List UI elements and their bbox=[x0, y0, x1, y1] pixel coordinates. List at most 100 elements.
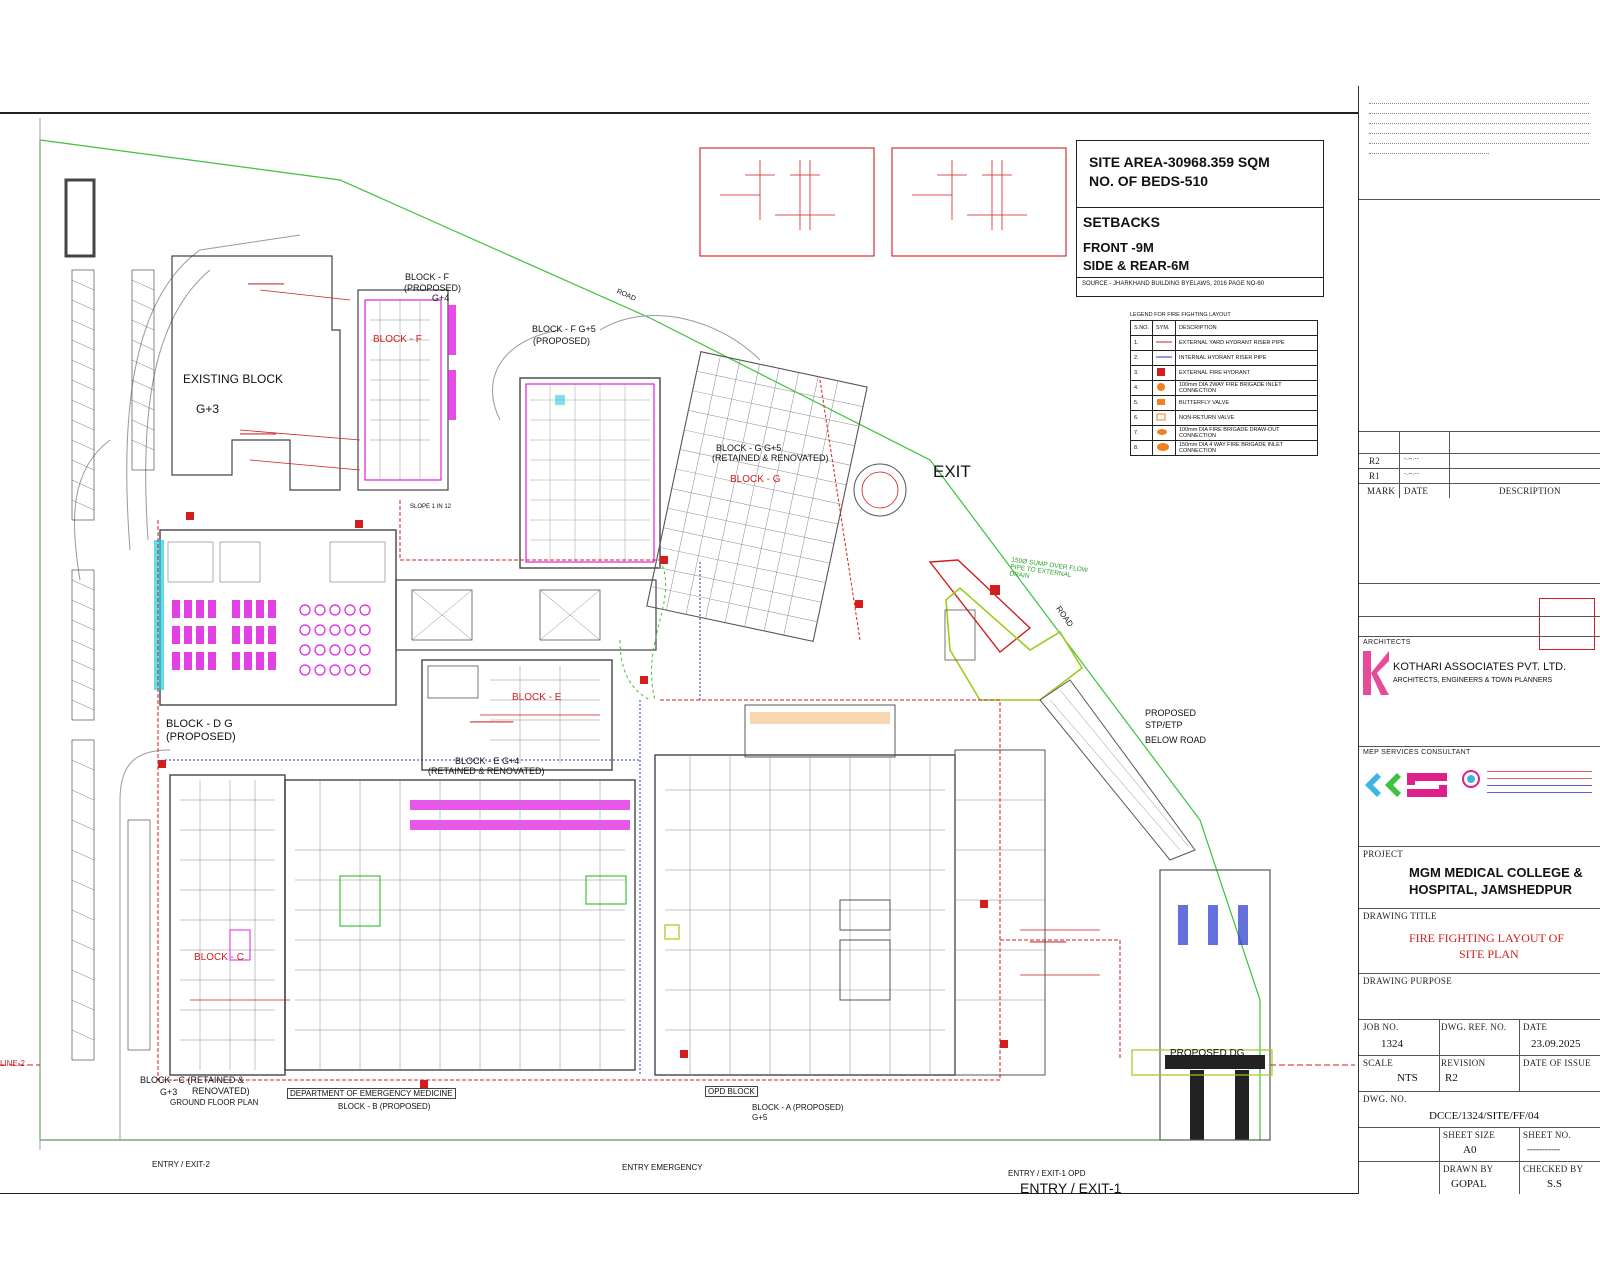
legend-title: LEGEND FOR FIRE FIGHTING LAYOUT bbox=[1130, 312, 1231, 318]
general-notes bbox=[1369, 100, 1589, 163]
consultant-logo-icon bbox=[1365, 773, 1447, 797]
entry-exit-2-label: ENTRY / EXIT-2 bbox=[152, 1160, 210, 1169]
block-c bbox=[169, 774, 286, 1076]
opd-block-label: OPD BLOCK bbox=[705, 1086, 758, 1097]
block-a-label: BLOCK - A (PROPOSED) bbox=[752, 1103, 844, 1112]
ground-floor-plan-label: GROUND FLOOR PLAN bbox=[170, 1098, 259, 1107]
kothari-logo-icon bbox=[1363, 651, 1389, 695]
legend-row: 7.100mm DIA FIRE BRIGADE DRAW-OUT CONNEC… bbox=[1130, 425, 1319, 441]
legend-row: 5.BUTTERFLY VALVE bbox=[1130, 395, 1319, 411]
block-f-floors: G+4 bbox=[432, 293, 450, 303]
exit-label: EXIT bbox=[933, 462, 971, 481]
drawing-title-section: DRAWING TITLE FIRE FIGHTING LAYOUT OF SI… bbox=[1359, 908, 1600, 973]
block-e-red-label: BLOCK - E bbox=[512, 692, 562, 703]
drawing-purpose-section: DRAWING PURPOSE bbox=[1359, 973, 1600, 1019]
dwg-no-row: DWG. NO. DCCE/1324/SITE/FF/04 bbox=[1359, 1091, 1600, 1127]
proposed-stp-label: PROPOSED bbox=[1145, 708, 1197, 718]
dg-block bbox=[1131, 869, 1273, 1141]
architect-section: ARCHITECTS KOTHARI ASSOCIATES PVT. LTD. … bbox=[1359, 636, 1600, 716]
fire-main-network bbox=[157, 500, 1121, 1081]
block-d-label: BLOCK - D G bbox=[166, 718, 233, 730]
fire-sump-pump-room bbox=[928, 559, 1084, 701]
block-f-g5 bbox=[519, 377, 661, 569]
fire-hydrant-symbols bbox=[158, 512, 1008, 1088]
block-c-label: BLOCK - C (RETAINED & bbox=[140, 1075, 244, 1085]
block-c-floors: G+3 bbox=[160, 1087, 178, 1097]
block-a-floors: G+5 bbox=[752, 1113, 768, 1122]
proposed-dg-label: PROPOSED DG bbox=[1170, 1048, 1245, 1059]
dept-emergency-label: DEPARTMENT OF EMERGENCY MEDICINE bbox=[287, 1088, 456, 1099]
block-g bbox=[646, 351, 868, 642]
legend-row: 4.100mm DIA 2WAY FIRE BRIGADE INLET CONN… bbox=[1130, 380, 1319, 396]
connecting-block bbox=[395, 579, 657, 651]
block-g-retained: (RETAINED & RENOVATED) bbox=[712, 453, 829, 463]
slope-label: SLOPE 1 IN 12 bbox=[410, 504, 452, 510]
drawing-title-2: SITE PLAN bbox=[1459, 947, 1519, 961]
riser-detail-1 bbox=[699, 147, 875, 257]
setbacks-source: SOURCE - JHARKHAND BUILDING BYELAWS, 201… bbox=[1082, 281, 1265, 287]
block-f-proposed-label: (PROPOSED) bbox=[404, 283, 462, 293]
riser-detail-2 bbox=[891, 147, 1067, 257]
draw-out-connection-icon bbox=[1156, 429, 1167, 435]
existing-block-floors: G+3 bbox=[196, 402, 220, 416]
revision-header: MARK DATE DESCRIPTION bbox=[1359, 483, 1600, 498]
block-c-red-label: BLOCK - C bbox=[194, 952, 245, 963]
title-block: R2 -.--.-- R1 -.--.-- MARK DATE DESCRIPT… bbox=[1358, 86, 1600, 1194]
legend-row: 3.EXTERNAL FIRE HYDRANT bbox=[1130, 365, 1319, 381]
block-a-opd bbox=[654, 704, 956, 1076]
existing-block bbox=[171, 255, 341, 491]
fire-note: ━━━━━━━━━━ bbox=[240, 432, 277, 438]
block-c-renovated: RENOVATED) bbox=[192, 1086, 250, 1096]
entry-emergency-label: ENTRY EMERGENCY bbox=[622, 1163, 703, 1172]
drawn-row: DRAWN BY GOPAL CHECKED BY S.S bbox=[1359, 1161, 1600, 1194]
revision-row-r1: R1 -.--.-- bbox=[1359, 468, 1600, 483]
butterfly-valve-icon bbox=[1156, 399, 1165, 405]
legend-row: 8.150mm DIA 4 WAY FIRE BRIGADE INLET CON… bbox=[1130, 440, 1319, 456]
block-f-proposed bbox=[357, 289, 456, 491]
no-of-beds: NO. OF BEDS-510 bbox=[1089, 173, 1209, 189]
block-f-label: BLOCK - F bbox=[405, 272, 450, 282]
central-block bbox=[284, 779, 636, 1071]
legend-row: 6.NON-RETURN VALVE bbox=[1130, 410, 1319, 426]
project-section: PROJECT MGM MEDICAL COLLEGE & HOSPITAL, … bbox=[1359, 846, 1600, 908]
legend-table: S.NO. SYM. DESCRIPTION 1.EXTERNAL YARD H… bbox=[1130, 320, 1319, 456]
revision-row-r2: R2 -.--.-- bbox=[1359, 453, 1600, 468]
existing-block-label: EXISTING BLOCK bbox=[183, 372, 284, 386]
site-info-box: SITE AREA-30968.359 SQM NO. OF BEDS-510 … bbox=[1076, 140, 1324, 297]
fire-hydrant-icon bbox=[1156, 368, 1165, 376]
line-2-left-label: LINE-2 bbox=[0, 1059, 25, 1068]
drawing-title-1: FIRE FIGHTING LAYOUT OF bbox=[1409, 931, 1565, 945]
entry-exit-1-opd-label: ENTRY / EXIT-1 OPD bbox=[1008, 1169, 1086, 1178]
block-f-g5-proposed: (PROPOSED) bbox=[533, 336, 591, 346]
fire-note: ━━━━━━━━━━ bbox=[1030, 940, 1067, 946]
site-plan-drawing[interactable] bbox=[0, 0, 1360, 1200]
block-d-proposed: (PROPOSED) bbox=[166, 731, 236, 743]
consultant-seal-icon bbox=[1462, 770, 1480, 788]
setback-front: FRONT -9M bbox=[1083, 240, 1154, 255]
project-name-2: HOSPITAL, JAMSHEDPUR bbox=[1409, 882, 1572, 897]
mep-consultant-section: MEP SERVICES CONSULTANT bbox=[1359, 746, 1600, 820]
left-parking-strips bbox=[71, 269, 155, 1061]
stp-etp-label: STP/ETP bbox=[1145, 720, 1183, 730]
architect-name: KOTHARI ASSOCIATES PVT. LTD. bbox=[1393, 661, 1567, 673]
existing-structure bbox=[64, 178, 96, 258]
block-f-g5-label: BLOCK - F G+5 bbox=[532, 324, 596, 334]
four-way-inlet-icon bbox=[1156, 443, 1169, 451]
legend-row: 2.INTERNAL HYDRANT RISER PIPE bbox=[1130, 350, 1319, 366]
sheet-row: SHEET SIZE A0 SHEET NO. ----------- bbox=[1359, 1127, 1600, 1161]
block-b-label: BLOCK - B (PROPOSED) bbox=[338, 1102, 431, 1111]
below-road-label: BELOW ROAD bbox=[1145, 735, 1207, 745]
block-e-label: BLOCK - E G+4 bbox=[455, 756, 520, 766]
drawing-frame bbox=[0, 112, 1600, 1194]
legend-row: 1.EXTERNAL YARD HYDRANT RISER PIPE bbox=[1130, 335, 1319, 351]
block-e bbox=[421, 659, 613, 771]
block-f-red-label: BLOCK - F bbox=[373, 334, 422, 345]
fire-fighting-legend: LEGEND FOR FIRE FIGHTING LAYOUT S.NO. SY… bbox=[1130, 312, 1319, 456]
fire-note: ━━━━━━━━━━━━ bbox=[470, 720, 514, 726]
fire-note: ━━━━━━━━━━ bbox=[248, 282, 285, 288]
job-row: JOB NO. 1324 DWG. REF. NO. DATE 23.09.20… bbox=[1359, 1019, 1600, 1055]
block-e-retained: (RETAINED & RENOVATED) bbox=[428, 766, 545, 776]
inlet-connection-icon bbox=[1156, 383, 1165, 391]
non-return-valve-icon bbox=[1156, 413, 1166, 421]
block-d bbox=[154, 529, 397, 706]
